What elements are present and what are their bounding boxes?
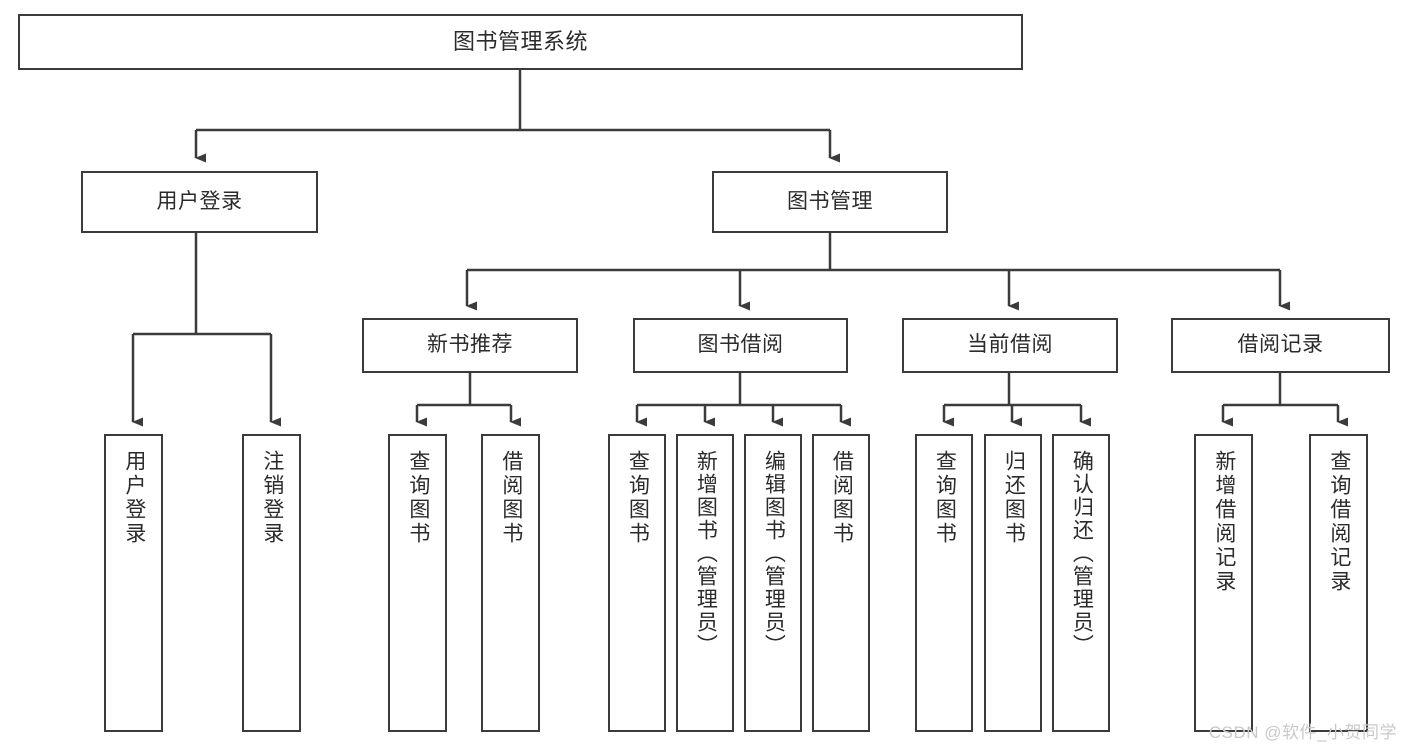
node-label: 注销登录 [260, 450, 284, 546]
node-label: 图书管理系统 [452, 29, 588, 55]
node-label: 借阅图书 [499, 450, 523, 546]
leaf-add-borrow-record[interactable]: 新增借阅记录 [1194, 434, 1253, 732]
node-label: 新书推荐 [427, 333, 513, 357]
node-label: 用户登录 [156, 189, 243, 213]
node-current-borrow[interactable]: 当前借阅 [902, 318, 1118, 373]
node-book-management[interactable]: 图书管理 [712, 171, 948, 233]
leaf-query-book-current[interactable]: 查询图书 [915, 434, 973, 732]
leaf-return-book[interactable]: 归还图书 [984, 434, 1042, 732]
node-label: 图书借阅 [697, 333, 784, 357]
leaf-user-login[interactable]: 用户登录 [104, 434, 163, 732]
node-label: 借阅记录 [1237, 333, 1324, 357]
leaf-query-book-borrow[interactable]: 查询图书 [608, 434, 666, 732]
node-label: 借阅图书 [830, 450, 854, 546]
node-user-login[interactable]: 用户登录 [81, 171, 318, 233]
leaf-logout[interactable]: 注销登录 [242, 434, 301, 732]
node-root-library-system[interactable]: 图书管理系统 [18, 14, 1023, 70]
node-label: 查询图书 [406, 450, 430, 546]
leaf-borrow-book-new[interactable]: 借阅图书 [481, 434, 540, 732]
leaf-query-borrow-record[interactable]: 查询借阅记录 [1309, 434, 1368, 732]
node-label: 图书管理 [787, 189, 873, 213]
node-label: 查询图书 [933, 450, 957, 546]
node-label: 确认归还（管理员） [1070, 450, 1094, 657]
leaf-confirm-return-admin[interactable]: 确认归还（管理员） [1052, 434, 1110, 732]
leaf-add-book-admin[interactable]: 新增图书（管理员） [676, 434, 734, 732]
node-label: 归还图书 [1002, 450, 1026, 546]
node-borrow-record[interactable]: 借阅记录 [1171, 318, 1390, 373]
node-label: 编辑图书（管理员） [762, 450, 786, 657]
leaf-query-book-new[interactable]: 查询图书 [388, 434, 447, 732]
node-label: 当前借阅 [967, 333, 1053, 357]
leaf-borrow-book[interactable]: 借阅图书 [812, 434, 870, 732]
node-new-book-recommend[interactable]: 新书推荐 [362, 318, 578, 373]
node-book-borrow[interactable]: 图书借阅 [633, 318, 848, 373]
node-label: 新增图书（管理员） [694, 450, 718, 657]
node-label: 新增借阅记录 [1212, 450, 1236, 594]
node-label: 查询图书 [626, 450, 650, 546]
node-label: 查询借阅记录 [1327, 450, 1351, 594]
node-label: 用户登录 [122, 450, 146, 546]
leaf-edit-book-admin[interactable]: 编辑图书（管理员） [744, 434, 802, 732]
